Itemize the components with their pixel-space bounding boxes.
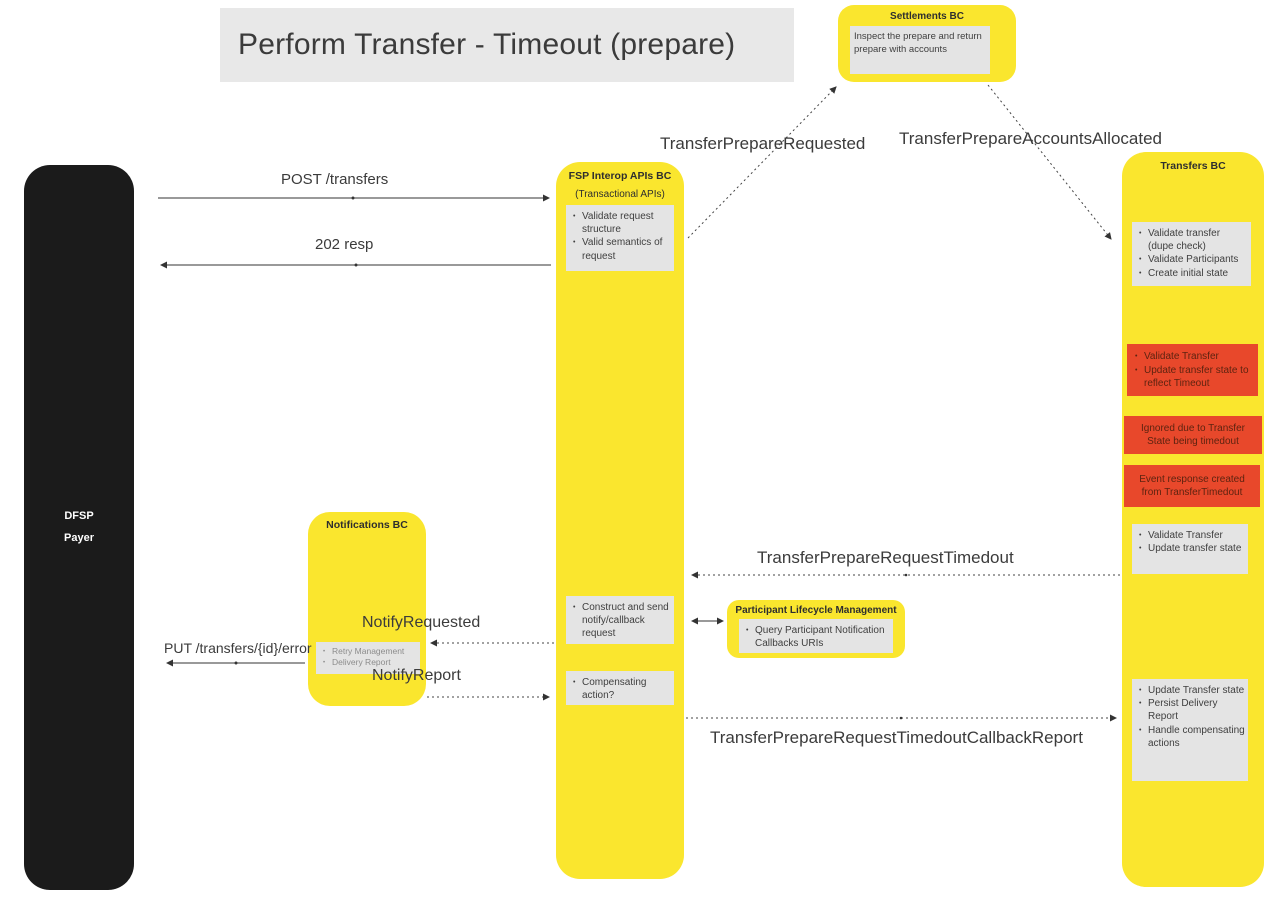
fsp-compensating-note: Compensating action?	[566, 671, 674, 705]
task-item: Validate Transfer	[1131, 350, 1254, 364]
transfers-ignored-alert: Ignored due to Transfer State being time…	[1124, 416, 1262, 454]
diagram-title: Perform Transfer - Timeout (prepare)	[238, 28, 736, 61]
message-transfer-prepare-request-timedout: TransferPrepareRequestTimedout	[757, 548, 1014, 567]
fsp-validate-note: Validate request structure Valid semanti…	[566, 205, 674, 271]
message-put-transfers-error: PUT /transfers/{id}/error	[164, 640, 312, 656]
task-item: Create initial state	[1136, 267, 1248, 280]
transfers-validate-note: Validate Transfer Update transfer state	[1132, 524, 1248, 574]
actor-dfsp-payer: DFSP Payer	[24, 165, 134, 890]
transfers-initial-note: Validate transfer (dupe check) Validate …	[1132, 222, 1251, 286]
transfers-title: Transfers BC	[1160, 160, 1226, 172]
message-notify-requested: NotifyRequested	[362, 614, 481, 631]
task-item: Construct and send notify/callback reque…	[570, 601, 671, 641]
fsp-interop-subtitle: (Transactional APIs)	[575, 189, 665, 200]
message-transfer-prepare-accounts-allocated: TransferPrepareAccountsAllocated	[899, 129, 1163, 148]
node-participant-lifecycle-management: Participant Lifecycle Management Query P…	[727, 600, 905, 658]
task-item: Compensating action?	[570, 676, 671, 702]
task-item: Update transfer state to reflect Timeout	[1131, 364, 1254, 391]
settlements-note: Inspect the prepare and return prepare w…	[850, 26, 990, 74]
task-item: Delivery Report	[320, 657, 417, 670]
notifications-note: Retry Management Delivery Report	[316, 642, 420, 674]
node-notifications-bc: Notifications BC Retry Management Delive…	[308, 512, 426, 706]
message-notify-report: NotifyReport	[372, 667, 461, 684]
dfsp-label-line2: Payer	[64, 532, 94, 544]
dfsp-label-line1: DFSP	[64, 510, 94, 522]
node-settlements-bc: Settlements BC Inspect the prepare and r…	[838, 5, 1016, 82]
transfers-event-response-alert: Event response created from TransferTime…	[1124, 465, 1260, 507]
task-item: Validate Participants	[1136, 253, 1248, 266]
task-item: Update transfer state	[1136, 542, 1245, 555]
task-item: Update Transfer state	[1136, 684, 1245, 697]
message-transfer-prepare-requested: TransferPrepareRequested	[660, 134, 866, 153]
plm-title: Participant Lifecycle Management	[735, 605, 897, 616]
settlements-title: Settlements BC	[890, 11, 964, 22]
task-item: Handle compensating actions	[1136, 724, 1245, 750]
notifications-title: Notifications BC	[326, 519, 408, 531]
message-timedout-callback-report: TransferPrepareRequestTimedoutCallbackRe…	[710, 728, 1083, 747]
plm-note: Query Participant Notification Callbacks…	[739, 619, 893, 653]
lane-transfers-bc: Transfers BC Validate transfer (dupe che…	[1122, 152, 1264, 887]
task-item: Retry Management	[320, 646, 417, 659]
fsp-notify-note: Construct and send notify/callback reque…	[566, 596, 674, 644]
message-202-resp: 202 resp	[315, 236, 374, 253]
diagram-title-bar: Perform Transfer - Timeout (prepare)	[220, 8, 794, 82]
message-post-transfers: POST /transfers	[281, 171, 389, 188]
task-item: Validate transfer (dupe check)	[1136, 227, 1248, 253]
task-item: Query Participant Notification Callbacks…	[743, 624, 890, 650]
transfers-timeout-alert: Validate Transfer Update transfer state …	[1127, 344, 1258, 396]
task-item: Validate Transfer	[1136, 529, 1245, 542]
task-item: Valid semantics of request	[570, 236, 671, 262]
lane-fsp-interop-apis-bc: FSP Interop APIs BC (Transactional APIs)…	[556, 162, 684, 879]
task-item: Validate request structure	[570, 210, 671, 236]
fsp-interop-title: FSP Interop APIs BC	[568, 170, 672, 182]
task-item: Persist Delivery Report	[1136, 697, 1245, 723]
transfers-final-note: Update Transfer state Persist Delivery R…	[1132, 679, 1248, 781]
